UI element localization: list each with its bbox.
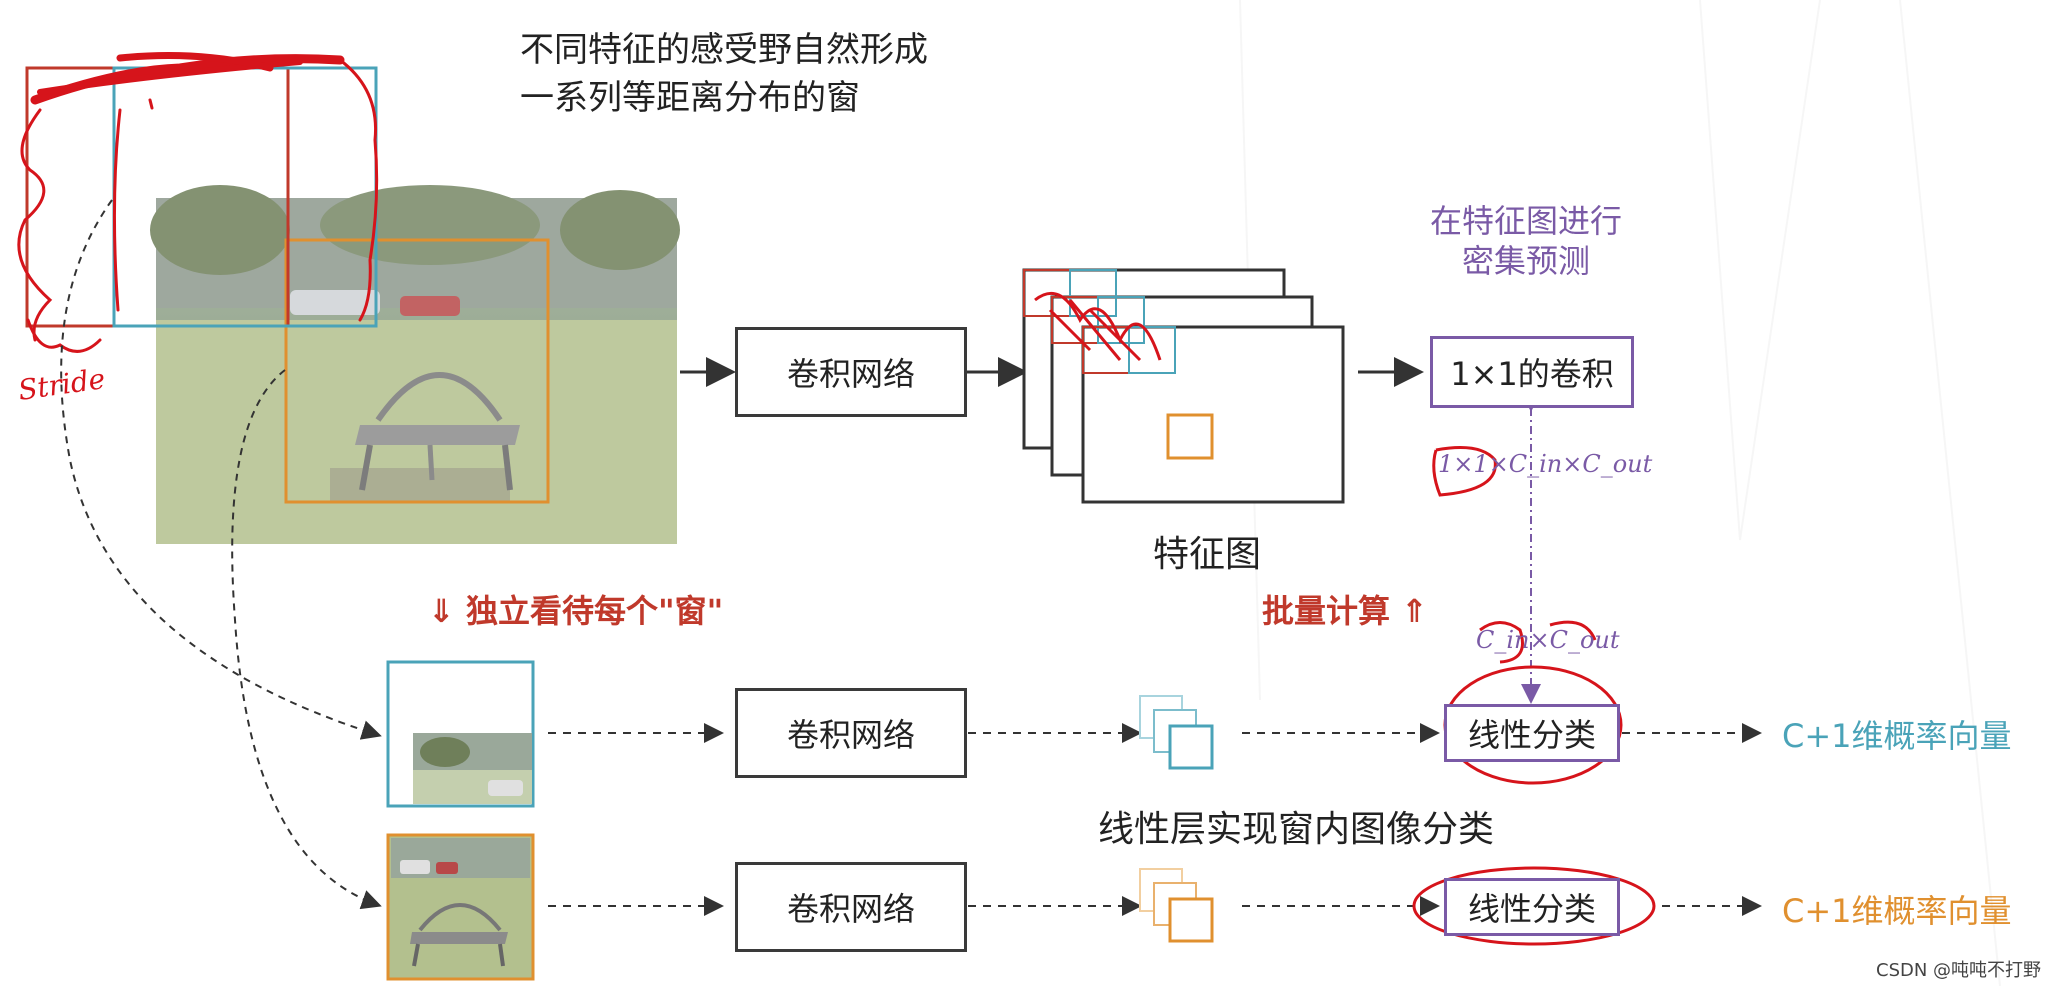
dashed-curve-orange [231,369,382,910]
feature-map-caption: 特征图 [1153,534,1262,575]
linear-classifier-row1-label: 线性分类 [1467,716,1596,754]
conv-network-top: 卷积网络 [735,327,967,417]
feature-map-stack [1022,268,1345,504]
conv-network-row1-label: 卷积网络 [786,716,915,754]
linear-classifier-row2: 线性分类 [1444,878,1620,936]
orange-window-frame [284,238,550,504]
batch-compute-label: 批量计算 ⇑ [1262,592,1428,630]
handwritten-scribbles [17,52,379,353]
linear-params: C_in×C_out [1476,626,1620,654]
top-title-line2: 一系列等距离分布的窗 [520,78,860,118]
output-vector-row1: C+1维概率向量 [1782,717,2012,755]
conv-network-row2: 卷积网络 [735,862,967,952]
watermark: CSDN @吨吨不打野 [1876,960,2042,981]
linear-classifier-row2-label: 线性分类 [1467,890,1596,928]
conv1x1-box: 1×1的卷积 [1430,336,1634,408]
conv-network-top-label: 卷积网络 [786,355,915,393]
linear-classifier-row1: 线性分类 [1444,704,1620,762]
linear-layer-caption: 线性层实现窗内图像分类 [1098,809,1495,850]
conv-network-row2-label: 卷积网络 [786,890,915,928]
red-circle-params [1432,446,1497,497]
row1-window-image [386,660,535,808]
row2-feature-stack [1139,868,1214,943]
dense-predict-line1: 在特征图进行 [1430,202,1623,240]
top-title-line1: 不同特征的感受野自然形成 [520,30,928,70]
output-vector-row2: C+1维概率向量 [1782,892,2012,930]
conv-network-row1: 卷积网络 [735,688,967,778]
row2-window-image [386,833,535,981]
conv1x1-label: 1×1的卷积 [1450,355,1614,393]
red-circle-linear-2 [1412,866,1656,946]
independent-window-label: ⇓ 独立看待每个"窗" [428,592,724,630]
dense-predict-line2: 密集预测 [1462,242,1591,280]
conv1x1-params: 1×1×C_in×C_out [1438,450,1653,478]
dashed-curve-teal [60,199,382,740]
row1-feature-stack [1139,695,1214,770]
